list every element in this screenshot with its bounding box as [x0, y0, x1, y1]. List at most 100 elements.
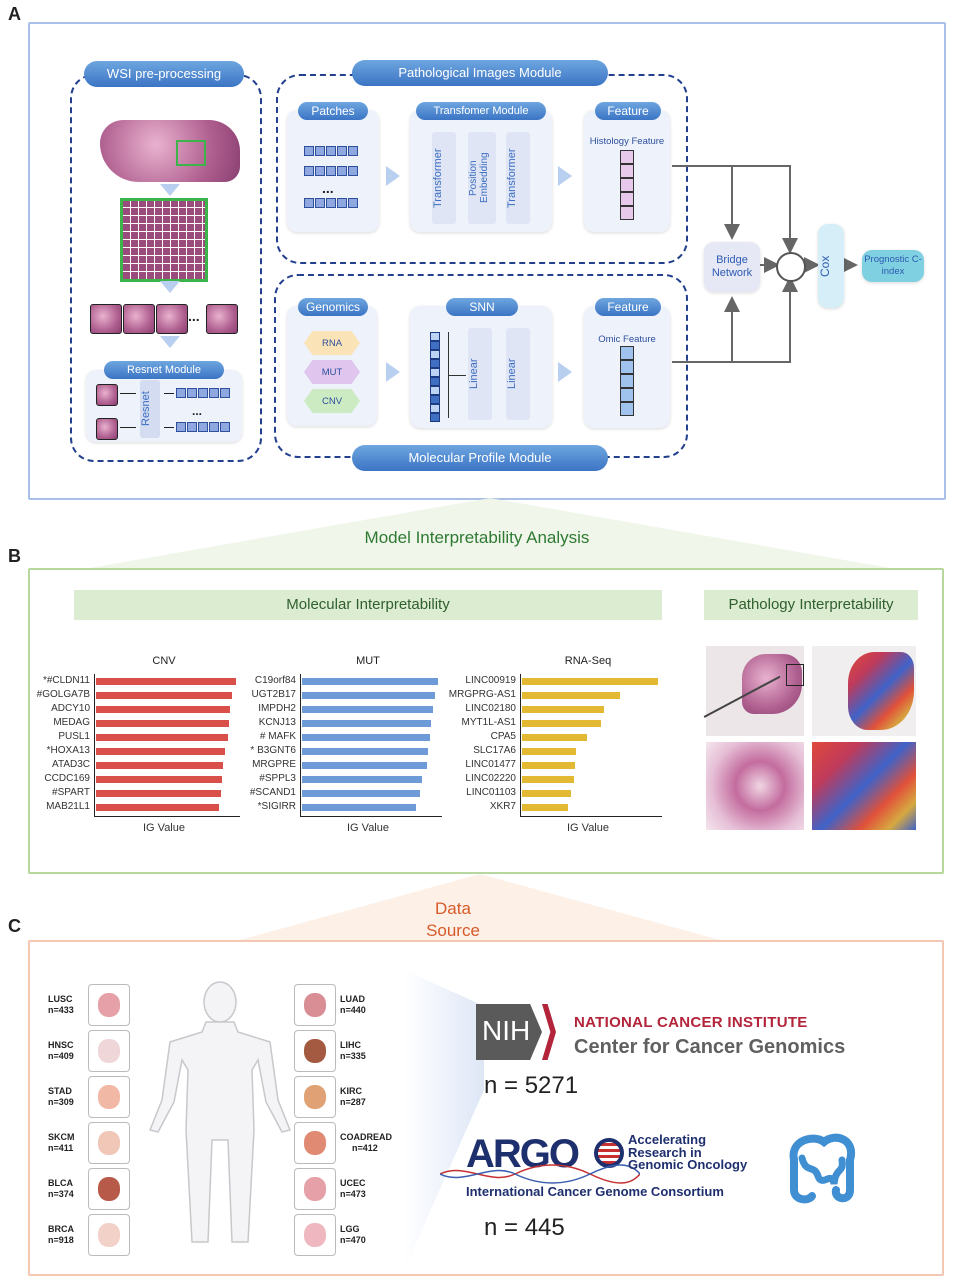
molecular-title-bar: [74, 590, 662, 620]
organ-name: COADREAD: [340, 1132, 393, 1142]
bar: [302, 678, 438, 685]
patch-tile: [326, 146, 336, 156]
feature-cell: [620, 360, 634, 374]
heatmap-zoom-image: [812, 742, 916, 830]
position-embedding-label: Position Embedding: [468, 152, 490, 204]
patch-image: [90, 304, 122, 334]
patch-tile: [337, 198, 347, 208]
patch-tile: [326, 198, 336, 208]
snn-cell: [430, 413, 440, 422]
feature-tile: [209, 388, 219, 398]
bar: [522, 804, 568, 811]
data-source-line2: Source: [426, 921, 480, 940]
patch-tile: [315, 198, 325, 208]
tick-label: MYT1L-AS1: [461, 717, 516, 728]
ellipsis: ...: [188, 308, 200, 324]
linear-label-2: Linear: [506, 358, 518, 390]
fusion-connectors: [672, 165, 858, 363]
feature-tile: [220, 388, 230, 398]
tick-label: LINC01103: [466, 787, 516, 798]
argo-tagline: Accelerating Research in Genomic Oncolog…: [628, 1132, 748, 1172]
organ-shape: [98, 1131, 120, 1155]
panel-c-frame: [28, 940, 944, 1276]
organ-count: n=412: [352, 1143, 378, 1153]
bar: [96, 706, 230, 713]
tick-label: LINC02180: [465, 703, 516, 714]
bar: [96, 734, 228, 741]
rna-shape: [304, 331, 360, 355]
arrow-right-icon: [386, 362, 400, 382]
feature-tile: [198, 422, 208, 432]
bar: [96, 720, 229, 727]
molecular-module-title: Molecular Profile Module: [352, 445, 608, 471]
arrow-right-icon: [386, 166, 400, 186]
organ-name: BLCA: [48, 1178, 73, 1188]
organ-name: LGG: [340, 1224, 360, 1234]
bridge-network-box: [704, 242, 760, 292]
snn-cell: [430, 395, 440, 404]
y-axis: [300, 674, 301, 816]
argo-tagline-1: Accelerating: [628, 1132, 707, 1147]
histology-feature-label: Histology Feature: [589, 136, 665, 147]
x-axis: [300, 816, 442, 817]
tick-label: MRGPRE: [252, 759, 296, 770]
organ-name: SKCM: [48, 1132, 75, 1142]
patch-image: [96, 384, 118, 406]
organ-icon: [88, 1214, 130, 1256]
bar: [522, 706, 604, 713]
x-axis-label: IG Value: [567, 822, 609, 834]
organ-count: n=309: [48, 1097, 74, 1107]
snn-cell: [430, 386, 440, 395]
patch-tile: [304, 198, 314, 208]
organ-count: n=440: [340, 1005, 366, 1015]
organ-icon: [294, 1168, 336, 1210]
icgc-name: International Cancer Genome Consortium: [466, 1184, 724, 1199]
organ-icon: [88, 984, 130, 1026]
organ-name: LIHC: [340, 1040, 361, 1050]
feature-tile: [176, 422, 186, 432]
nih-logo-text: NIH: [482, 1015, 531, 1046]
feature-cell: [620, 374, 634, 388]
feature-tile: [220, 422, 230, 432]
tick-label: CCDC169: [44, 773, 90, 784]
tick-label: *SIGIRR: [257, 801, 296, 812]
cnv-label: CNV: [321, 396, 343, 407]
organ-icon: [88, 1168, 130, 1210]
snn-cell: [430, 341, 440, 350]
organ-name: UCEC: [340, 1178, 366, 1188]
tick-label: UGT2B17: [251, 689, 296, 700]
chart-title: CNV: [152, 655, 176, 667]
organ-count: n=411: [48, 1143, 74, 1153]
organ-shape: [304, 1131, 326, 1155]
patch-tile: [337, 146, 347, 156]
heatmap-tissue: [848, 652, 914, 730]
organ-icon: [294, 1122, 336, 1164]
tick-label: MAB21L1: [46, 801, 90, 812]
molecular-title: Molecular Interpretability: [286, 596, 450, 613]
panel-label-b: B: [8, 546, 21, 566]
bar: [302, 720, 431, 727]
bar: [96, 776, 222, 783]
bar: [522, 776, 574, 783]
pathology-zoom-image: [706, 742, 804, 830]
argo-tagline-2: Research in: [628, 1144, 702, 1160]
tick-label: * B3GNT6: [250, 745, 296, 756]
patch-image: [156, 304, 188, 334]
ellipsis: ...: [322, 180, 334, 196]
bar: [96, 678, 236, 685]
argo-logo-text: ARGO: [466, 1132, 580, 1176]
tick-label: MEDAG: [53, 717, 90, 728]
snn-cell: [430, 377, 440, 386]
wsi-title: WSI pre-processing: [84, 61, 244, 87]
organ-icon: [88, 1076, 130, 1118]
tick-label: *HOXA13: [46, 745, 90, 756]
feature-title: Feature: [595, 298, 661, 316]
dna-wave-icon: [440, 1164, 640, 1184]
organ-shape: [98, 993, 120, 1017]
feature-cell: [620, 150, 634, 164]
bar: [96, 790, 221, 797]
argo-tagline-3: Genomic Oncology: [628, 1157, 748, 1172]
snn-cell: [430, 332, 440, 341]
